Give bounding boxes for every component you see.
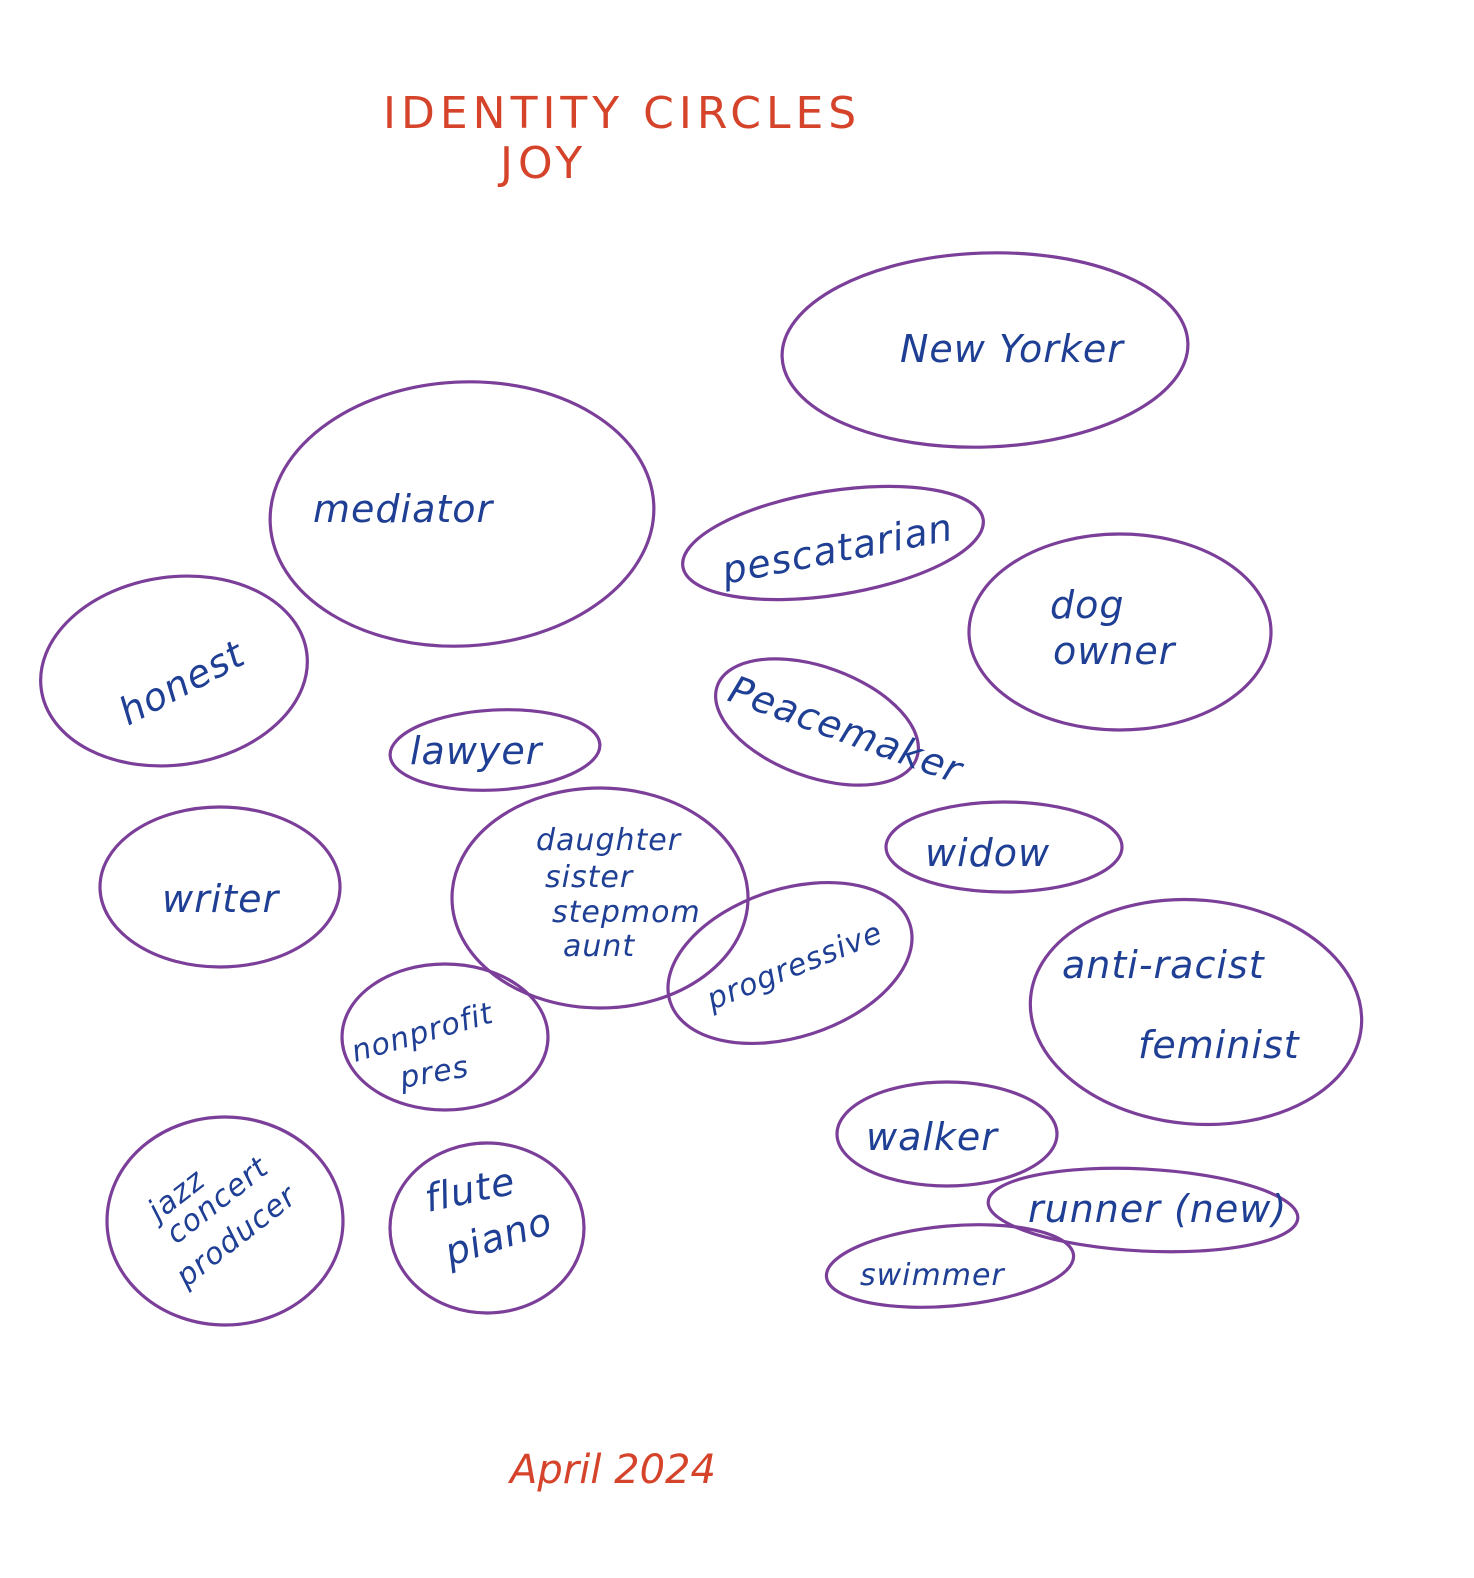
circle-progressive: progressive: [666, 880, 914, 1046]
circle-outline: [98, 805, 342, 969]
circle-label-dog: dog: [1050, 583, 1125, 627]
circle-label-feminist: feminist: [1138, 1023, 1301, 1067]
circle-label-runner: runner (new): [1028, 1187, 1287, 1231]
circle-label-honest: honest: [112, 631, 253, 734]
circle-outline: [388, 1141, 586, 1315]
circle-flute: flute piano: [388, 1141, 586, 1315]
circle-outline: [268, 380, 656, 648]
circle-label-sister: sister: [545, 860, 634, 895]
circle-outline: [824, 1223, 1076, 1309]
circle-label-pres: pres: [396, 1049, 471, 1096]
circle-mediator: mediator: [268, 380, 656, 648]
circle-label-new-yorker: New Yorker: [900, 327, 1125, 371]
circle-runner: runner (new): [986, 1166, 1300, 1254]
circle-peacemaker: Peacemaker: [714, 657, 970, 793]
circle-outline: [967, 532, 1273, 732]
diagram-subtitle: JOY: [497, 138, 587, 189]
circle-outline: [884, 800, 1124, 894]
circle-outline: [1028, 897, 1364, 1127]
circle-dog-owner: dog owner: [967, 532, 1273, 732]
circle-swimmer: swimmer: [824, 1223, 1076, 1309]
circle-outline: [835, 1080, 1059, 1188]
circle-anti-racist: anti-racist feminist: [1028, 897, 1364, 1127]
diagram-date: April 2024: [507, 1447, 716, 1493]
circle-outline: [986, 1166, 1300, 1254]
circle-outline: [681, 484, 985, 602]
circle-label-pescatarian: pescatarian: [717, 505, 956, 593]
circle-label-aunt: aunt: [563, 929, 635, 964]
circle-outline: [780, 251, 1190, 449]
circle-outline: [666, 880, 914, 1046]
circle-outline: [388, 708, 602, 792]
circle-nonprofit: nonprofit pres: [340, 962, 550, 1112]
circle-label-widow: widow: [925, 831, 1050, 875]
circle-honest: honest: [39, 574, 309, 768]
diagram-title: IDENTITY CIRCLES: [383, 88, 861, 139]
circle-walker: walker: [835, 1080, 1059, 1188]
circle-lawyer: lawyer: [388, 708, 602, 792]
circle-label-progressive: progressive: [701, 915, 888, 1018]
circle-outline: [340, 962, 550, 1112]
circle-label-swimmer: swimmer: [860, 1258, 1005, 1293]
circle-label-daughter: daughter: [536, 823, 682, 858]
circle-family: daughter sister stepmom aunt: [450, 786, 750, 1010]
circle-label-anti-racist: anti-racist: [1062, 943, 1266, 987]
circle-label-owner: owner: [1053, 629, 1177, 673]
circle-label-stepmom: stepmom: [552, 895, 701, 930]
circle-label-lawyer: lawyer: [410, 729, 544, 773]
circle-label-mediator: mediator: [313, 487, 495, 531]
circle-outline: [450, 786, 750, 1010]
circle-label-walker: walker: [866, 1115, 999, 1159]
circle-label-peacemaker: Peacemaker: [723, 667, 970, 793]
circle-new-yorker: New Yorker: [780, 251, 1190, 449]
circle-outline: [39, 574, 309, 768]
circle-widow: widow: [884, 800, 1124, 894]
circle-outline: [714, 657, 920, 787]
circle-label-writer: writer: [162, 877, 281, 921]
circle-writer: writer: [98, 805, 342, 969]
circle-pescatarian: pescatarian: [681, 484, 985, 602]
circle-outline: [105, 1115, 345, 1327]
circle-jazz: jazz concert producer: [105, 1115, 345, 1327]
